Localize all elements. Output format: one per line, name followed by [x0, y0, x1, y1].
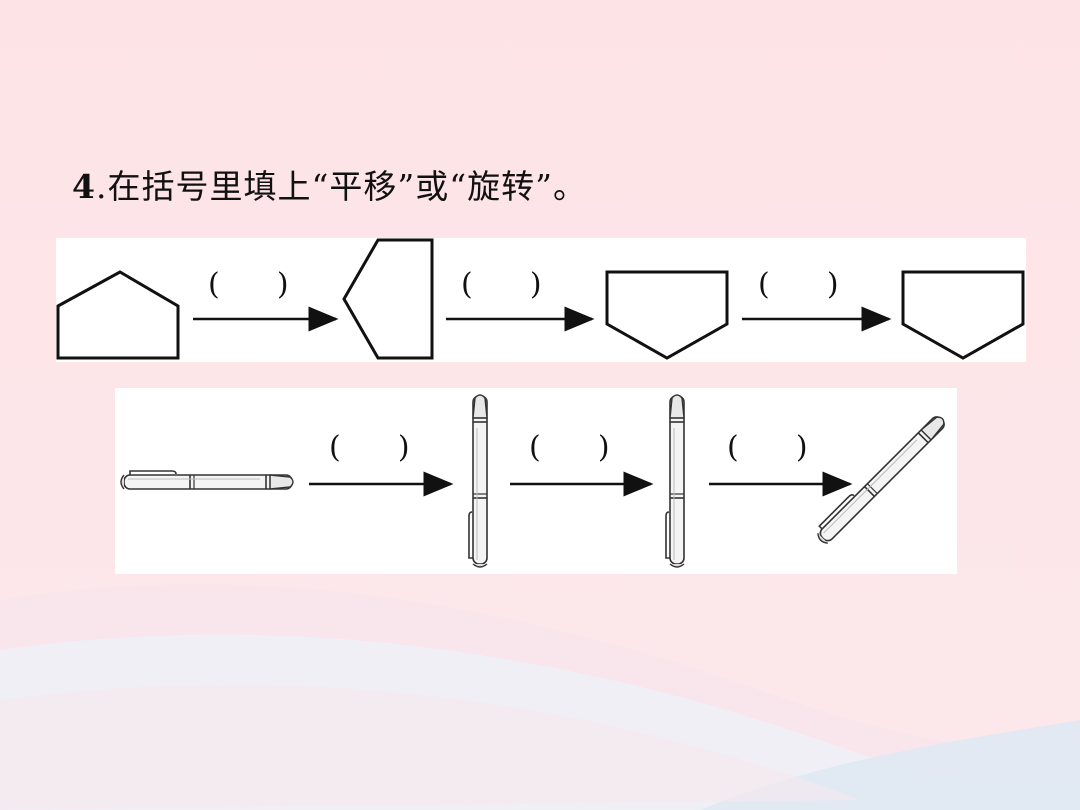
question-number: 4 [72, 167, 96, 206]
answer-blank-5[interactable]: ( ) [529, 430, 610, 465]
answer-blank-1[interactable]: ( ) [208, 267, 289, 302]
shapes-drawing [56, 238, 1025, 360]
pens-panel: ( ) ( ) ( ) [115, 388, 957, 574]
pen-diagonal [812, 410, 949, 547]
pen-vertical-1 [468, 394, 488, 568]
answer-blank-6[interactable]: ( ) [727, 430, 808, 465]
question-text: .在括号里填上“平移”或“旋转”。 [95, 167, 587, 206]
pen-vertical-2 [665, 394, 685, 568]
pen-horizontal [120, 470, 294, 490]
pentagon-down-shape-1 [605, 270, 729, 360]
pentagon-left-shape [342, 238, 434, 360]
answer-blank-3[interactable]: ( ) [758, 267, 839, 302]
pens-drawing [120, 394, 949, 568]
pentagon-down-shape-2 [901, 270, 1025, 360]
answer-blank-4[interactable]: ( ) [329, 430, 410, 465]
shapes-panel: ( ) ( ) ( ) [56, 238, 1026, 362]
question-title: 4.在括号里填上“平移”或“旋转”。 [72, 160, 587, 208]
answer-blank-2[interactable]: ( ) [461, 267, 542, 302]
pentagon-up-shape [56, 270, 180, 360]
